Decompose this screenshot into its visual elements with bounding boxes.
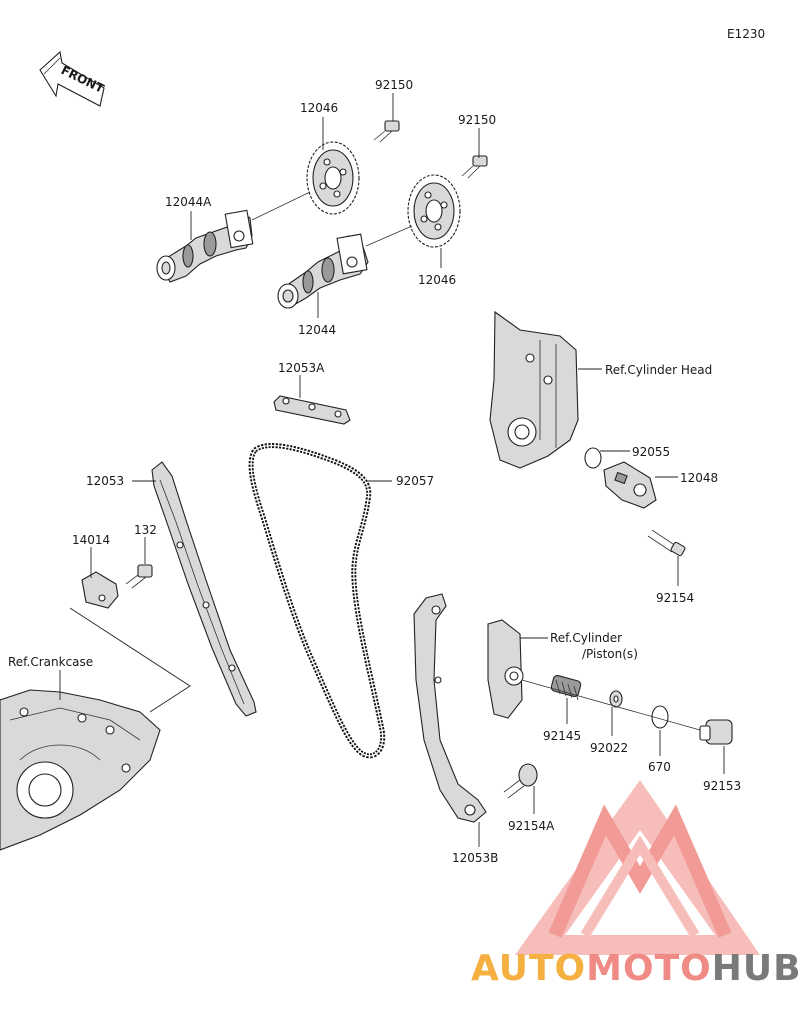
front-arrow-icon: FRONT xyxy=(39,50,107,107)
camshaft-12044 xyxy=(277,233,369,309)
watermark-auto: AUTO xyxy=(471,948,586,989)
label-92057: 92057 xyxy=(396,474,434,488)
crankcase-ref-drawing xyxy=(0,689,161,851)
label-12044a: 12044A xyxy=(165,195,212,209)
label-92055: 92055 xyxy=(632,445,670,459)
watermark-moto: MOTO xyxy=(586,948,712,989)
spring-92145 xyxy=(550,674,582,701)
watermark-m-stroke xyxy=(548,804,732,938)
ref-cylinder-head: Ref.Cylinder Head xyxy=(605,363,712,377)
sprocket-12046-b xyxy=(407,174,461,248)
bolt-92154a xyxy=(503,763,538,799)
chain-guide-12053 xyxy=(151,461,257,717)
label-12044: 12044 xyxy=(298,323,336,337)
label-92154: 92154 xyxy=(656,591,694,605)
o-ring-670 xyxy=(651,705,669,729)
label-92150-a: 92150 xyxy=(375,78,413,92)
bolt-92150-b xyxy=(461,155,488,179)
label-12046-b: 12046 xyxy=(418,273,456,287)
cam-chain-92057 xyxy=(248,443,386,759)
label-12048: 12048 xyxy=(680,471,718,485)
cylinder-ref-drawing xyxy=(487,619,524,719)
plug-92153 xyxy=(699,719,733,745)
label-12053a: 12053A xyxy=(278,361,325,375)
watermark-inner-stroke xyxy=(580,835,700,938)
label-132: 132 xyxy=(134,523,157,537)
ref-crankcase: Ref.Crankcase xyxy=(8,655,93,669)
label-12053: 12053 xyxy=(86,474,124,488)
label-92145: 92145 xyxy=(543,729,581,743)
bolt-92154 xyxy=(647,529,686,557)
watermark-text: AUTOMOTOHUB xyxy=(471,948,800,989)
bolt-132 xyxy=(125,564,153,589)
sprocket-12046-a xyxy=(306,141,360,215)
label-670: 670 xyxy=(648,760,671,774)
tensioner-12048 xyxy=(603,461,657,509)
cylinder-head-ref-drawing xyxy=(489,310,579,469)
cover-14014 xyxy=(81,571,119,609)
diagram-code: E1230 xyxy=(727,27,765,41)
label-92154a: 92154A xyxy=(508,819,555,833)
label-92022: 92022 xyxy=(590,741,628,755)
label-12046-a: 12046 xyxy=(300,101,338,115)
label-14014: 14014 xyxy=(72,533,110,547)
chain-guide-12053b xyxy=(413,593,487,823)
watermark-logo xyxy=(515,780,760,955)
camshaft-12044a xyxy=(156,209,254,283)
leader-lines xyxy=(59,93,725,847)
ref-cylinder: Ref.Cylinder xyxy=(550,631,622,645)
bolt-92150-a xyxy=(373,120,400,143)
label-92150-b: 92150 xyxy=(458,113,496,127)
label-92153: 92153 xyxy=(703,779,741,793)
ref-piston: /Piston(s) xyxy=(582,647,638,661)
guide-12053a xyxy=(273,395,351,425)
o-ring-92055 xyxy=(584,447,602,469)
label-12053b: 12053B xyxy=(452,851,498,865)
watermark-hub: HUB xyxy=(712,948,800,989)
